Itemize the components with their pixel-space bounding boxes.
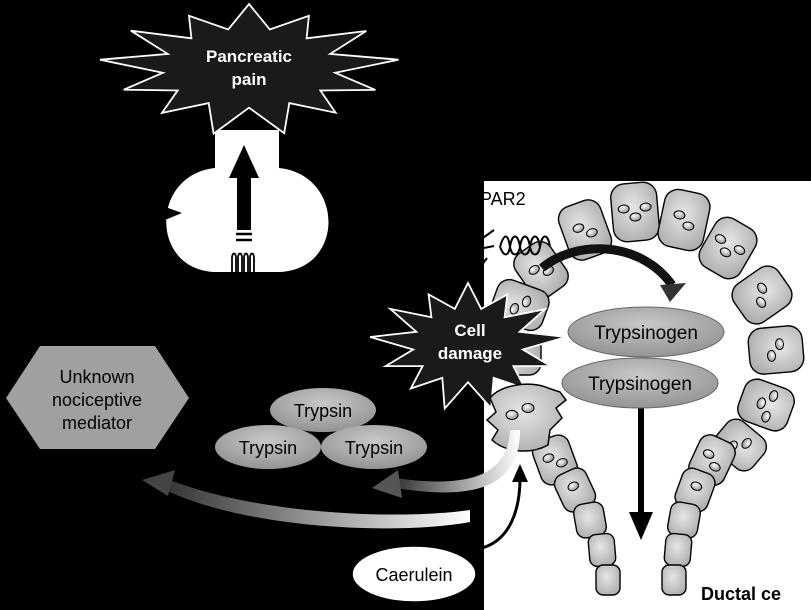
par2-receptor-icon bbox=[479, 229, 551, 267]
neuron bbox=[160, 130, 329, 272]
cell-nucleus bbox=[733, 245, 746, 255]
cell-nucleus bbox=[682, 221, 695, 231]
cell-nucleus bbox=[702, 449, 715, 459]
trypsinogen-top: Trypsinogen bbox=[567, 306, 725, 358]
cell-nucleus bbox=[629, 212, 642, 222]
trypsinogen-bottom: Trypsinogen bbox=[561, 357, 719, 409]
epithelial-cell bbox=[737, 378, 795, 432]
cell-nucleus bbox=[556, 458, 568, 468]
damaged-acinar-cell bbox=[485, 383, 568, 452]
caerulein-ellipse: Caerulein bbox=[351, 545, 477, 603]
unknown-label-line2: nociceptive bbox=[52, 390, 142, 410]
cell-nucleus bbox=[617, 204, 630, 214]
cell-nucleus bbox=[639, 202, 652, 212]
cell-nucleus bbox=[673, 210, 686, 220]
pain-label-line2: pain bbox=[232, 70, 267, 89]
epithelial-cell bbox=[661, 564, 687, 596]
cell-nucleus bbox=[756, 397, 767, 410]
release-arrows bbox=[142, 430, 520, 529]
trypsin-top: Trypsin bbox=[270, 388, 376, 432]
epithelial-cell bbox=[663, 532, 693, 568]
trypsin-left: Trypsin bbox=[215, 425, 321, 469]
unknown-mediator-hexagon: Unknown nociceptive mediator bbox=[6, 346, 189, 449]
cell-nucleus bbox=[509, 302, 520, 315]
cell-nucleus bbox=[714, 234, 727, 244]
epithelial-cell bbox=[747, 325, 805, 375]
cell-nucleus bbox=[586, 228, 598, 238]
cell-nucleus bbox=[567, 481, 580, 492]
cell-nucleus bbox=[528, 264, 540, 275]
par2-label: PAR2 bbox=[480, 189, 526, 209]
cell-nucleus bbox=[690, 481, 703, 491]
pain-label-line1: Pancreatic bbox=[206, 47, 292, 66]
lumen-arrow bbox=[629, 392, 653, 540]
cell-nucleus bbox=[709, 462, 721, 472]
secretion-arrow bbox=[539, 244, 686, 302]
cell-nucleus bbox=[768, 390, 779, 402]
trypsinogen-bottom-label: Trypsinogen bbox=[588, 374, 692, 395]
damage-label-line1: Cell bbox=[454, 321, 485, 340]
caerulein-label: Caerulein bbox=[375, 565, 452, 585]
epithelial-cell bbox=[731, 265, 793, 325]
cell-nucleus bbox=[719, 247, 732, 258]
cell-nucleus bbox=[757, 282, 768, 294]
unknown-label-line1: Unknown bbox=[59, 367, 134, 387]
pancreatic-pain-starburst: Pancreatic pain bbox=[99, 2, 399, 136]
epithelial-cell bbox=[657, 188, 711, 252]
unknown-label-line3: mediator bbox=[62, 413, 132, 433]
cell-nucleus bbox=[756, 296, 767, 308]
trypsin-right: Trypsin bbox=[321, 425, 427, 469]
trypsin-right-label: Trypsin bbox=[345, 438, 403, 458]
caerulein-arrow bbox=[481, 464, 528, 550]
cell-nucleus bbox=[521, 295, 532, 308]
cell-nucleus bbox=[741, 437, 752, 449]
damage-label-line2: damage bbox=[438, 344, 502, 363]
cell-nucleus bbox=[572, 223, 585, 233]
cell-damage-starburst: Cell damage bbox=[369, 281, 567, 411]
cell-nucleus bbox=[761, 410, 771, 423]
cell-nucleus bbox=[542, 453, 555, 463]
cell-nucleus bbox=[766, 349, 777, 362]
trypsin-top-label: Trypsin bbox=[294, 401, 352, 421]
trypsinogen-top-label: Trypsinogen bbox=[594, 323, 698, 344]
cell-nucleus bbox=[774, 338, 785, 351]
ductal-cells-label: Ductal ce bbox=[701, 584, 781, 604]
epithelial-cell bbox=[610, 181, 660, 243]
trypsin-left-label: Trypsin bbox=[239, 438, 297, 458]
epithelial-cell bbox=[595, 564, 621, 596]
epithelial-cell bbox=[587, 532, 617, 568]
epithelial-cell bbox=[698, 216, 758, 280]
